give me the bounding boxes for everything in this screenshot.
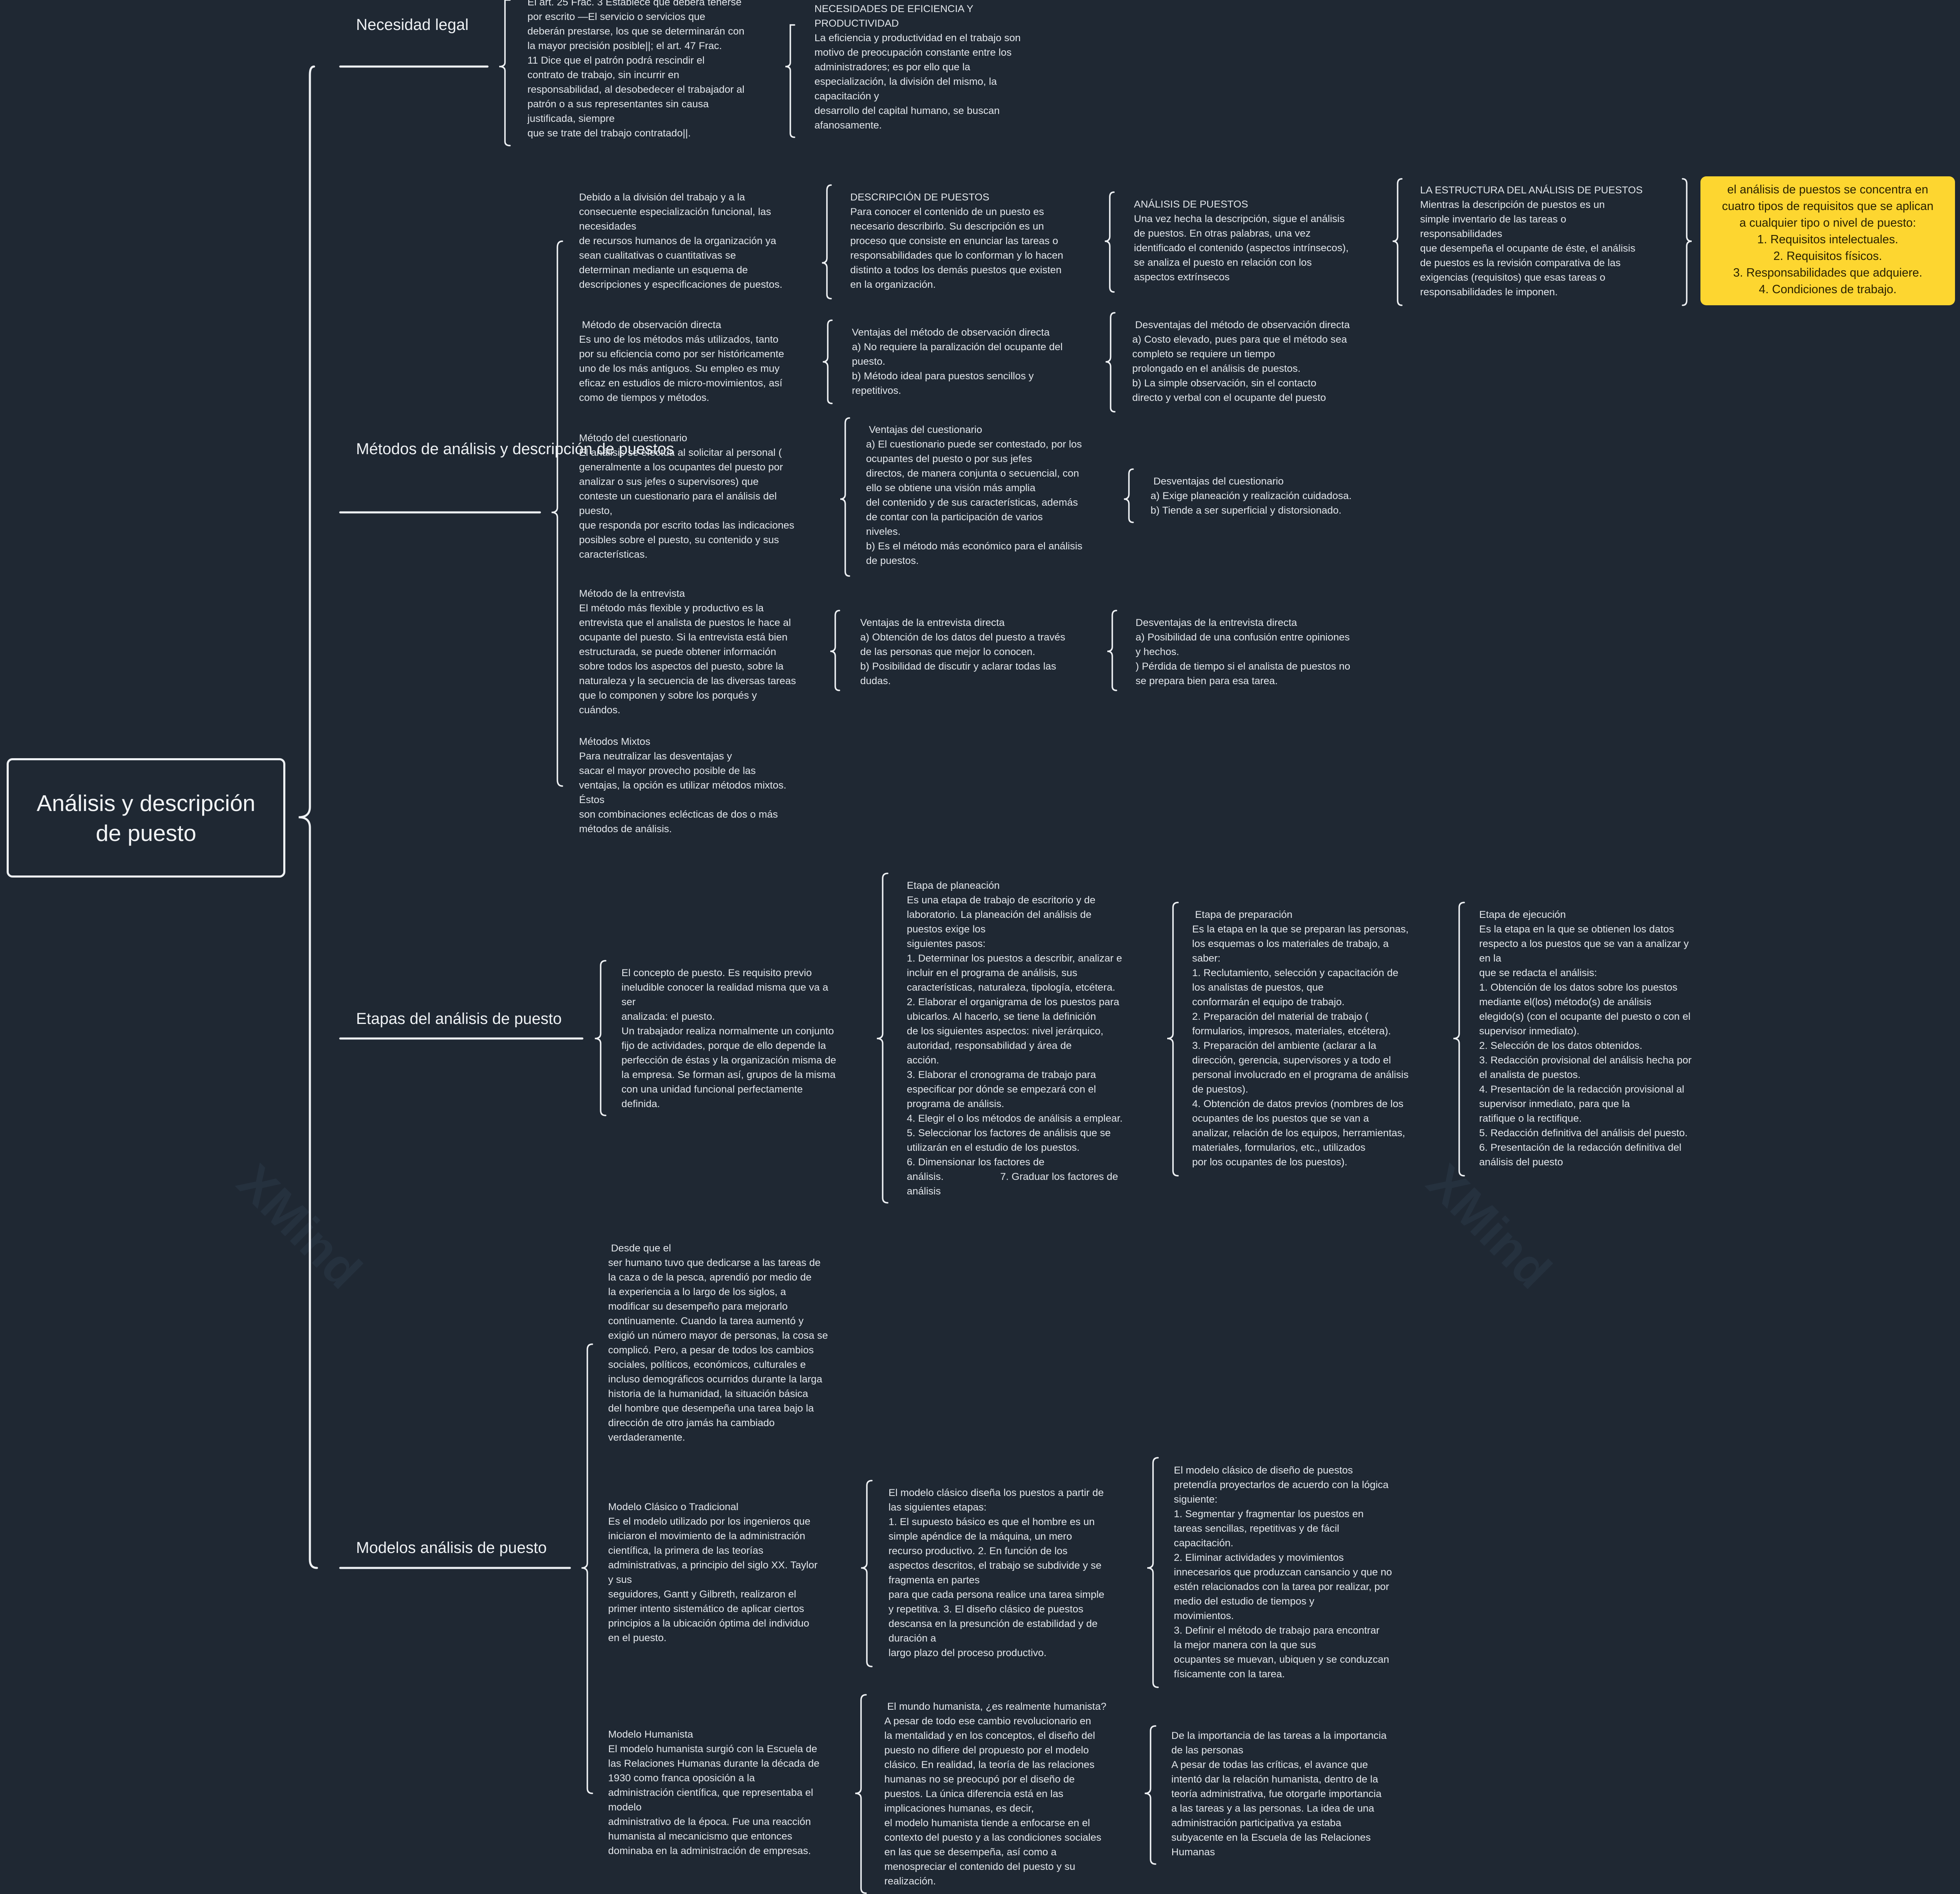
brace: [1392, 178, 1403, 306]
topic-humanista-critica[interactable]: El mundo humanista, ¿es realmente humani…: [884, 1701, 1106, 1887]
topic-concepto-puesto[interactable]: El concepto de puesto. Es requisito prev…: [621, 967, 836, 1110]
brace: [1124, 468, 1134, 523]
topic-entrevista-ventajas[interactable]: Ventajas de la entrevista directa a) Obt…: [860, 617, 1066, 687]
topic-modelo-clasico-etapas[interactable]: El modelo clásico diseña los puestos a p…: [888, 1487, 1104, 1659]
brace: [1167, 902, 1179, 1177]
branch-necesidad-legal[interactable]: Necesidad legal: [356, 16, 469, 34]
brace: [855, 1694, 867, 1894]
topic-legal-eficiencia[interactable]: NECESIDADES DE EFICIENCIA Y PRODUCTIVIDA…: [814, 3, 1021, 131]
brace: [581, 1343, 593, 1794]
topic-analisis-puestos[interactable]: ANÁLISIS DE PUESTOS Una vez hecha la des…: [1134, 199, 1349, 283]
brace: [1147, 1457, 1159, 1688]
topic-observacion-ventajas[interactable]: Ventajas del método de observación direc…: [852, 327, 1063, 396]
brace: [785, 24, 795, 138]
brace: [1105, 312, 1116, 413]
topic-modelo-clasico-logica[interactable]: El modelo clásico de diseño de puestos p…: [1174, 1465, 1392, 1680]
branch-etapas[interactable]: Etapas del análisis de puesto: [356, 1010, 562, 1028]
brace: [1682, 178, 1692, 306]
topic-cuestionario[interactable]: Método del cuestionario El análisis se e…: [579, 433, 794, 560]
brace: [1107, 610, 1117, 691]
topic-etapa-preparacion[interactable]: Etapa de preparación Es la etapa en la q…: [1192, 909, 1409, 1168]
root-brace: [298, 65, 318, 1569]
brace: [876, 873, 888, 1204]
topic-entrevista-desventajas[interactable]: Desventajas de la entrevista directa a) …: [1136, 617, 1351, 687]
brace: [861, 1480, 873, 1667]
topic-legal-articulos[interactable]: El art. 25 Frac. 3 Establece que deberá …: [527, 0, 745, 139]
brace: [840, 417, 850, 577]
brace: [551, 240, 563, 787]
topic-observacion-desventajas[interactable]: Desventajas del método de observación di…: [1132, 319, 1350, 403]
topic-entrevista[interactable]: Método de la entrevista El método más fl…: [579, 588, 796, 716]
brace: [594, 960, 606, 1116]
topic-etapa-ejecucion[interactable]: Etapa de ejecución Es la etapa en la que…: [1479, 909, 1692, 1168]
topic-estructura-analisis[interactable]: LA ESTRUCTURA DEL ANÁLISIS DE PUESTOS Mi…: [1420, 185, 1643, 298]
brace: [822, 184, 832, 299]
brace: [1144, 1725, 1156, 1865]
topic-cuestionario-ventajas[interactable]: Ventajas del cuestionario a) El cuestion…: [866, 424, 1083, 566]
topic-etapa-planeacion[interactable]: Etapa de planeación Es una etapa de trab…: [907, 880, 1123, 1197]
brace: [822, 319, 833, 404]
branch-metodos[interactable]: Métodos de análisis y descripción de pue…: [356, 440, 674, 458]
topic-modelos-intro[interactable]: Desde que el ser humano tuvo que dedicar…: [608, 1243, 828, 1443]
topic-observacion-directa[interactable]: Método de observación directa Es uno de …: [579, 319, 784, 403]
topic-modelo-humanista[interactable]: Modelo Humanista El modelo humanista sur…: [608, 1729, 820, 1857]
branch-modelos[interactable]: Modelos análisis de puesto: [356, 1539, 547, 1557]
brace: [499, 0, 511, 146]
brace: [1453, 902, 1465, 1177]
topic-modelo-clasico[interactable]: Modelo Clásico o Tradicional Es el model…: [608, 1501, 818, 1644]
callout-requisitos[interactable]: el análisis de puestos se concentra en c…: [1700, 176, 1955, 305]
topic-descripcion-puestos[interactable]: DESCRIPCIÓN DE PUESTOS Para conocer el c…: [850, 192, 1064, 290]
brace: [1104, 191, 1115, 293]
topic-metodos-mixtos[interactable]: Métodos Mixtos Para neutralizar las desv…: [579, 736, 787, 835]
brace: [830, 610, 840, 691]
central-topic[interactable]: Análisis y descripción de puesto: [7, 758, 285, 878]
topic-humanista-importancia[interactable]: De la importancia de las tareas a la imp…: [1171, 1730, 1387, 1858]
topic-cuestionario-desventajas[interactable]: Desventajas del cuestionario a) Exige pl…: [1151, 476, 1352, 516]
topic-intro-division-trabajo[interactable]: Debido a la división del trabajo y a la …: [579, 192, 782, 290]
